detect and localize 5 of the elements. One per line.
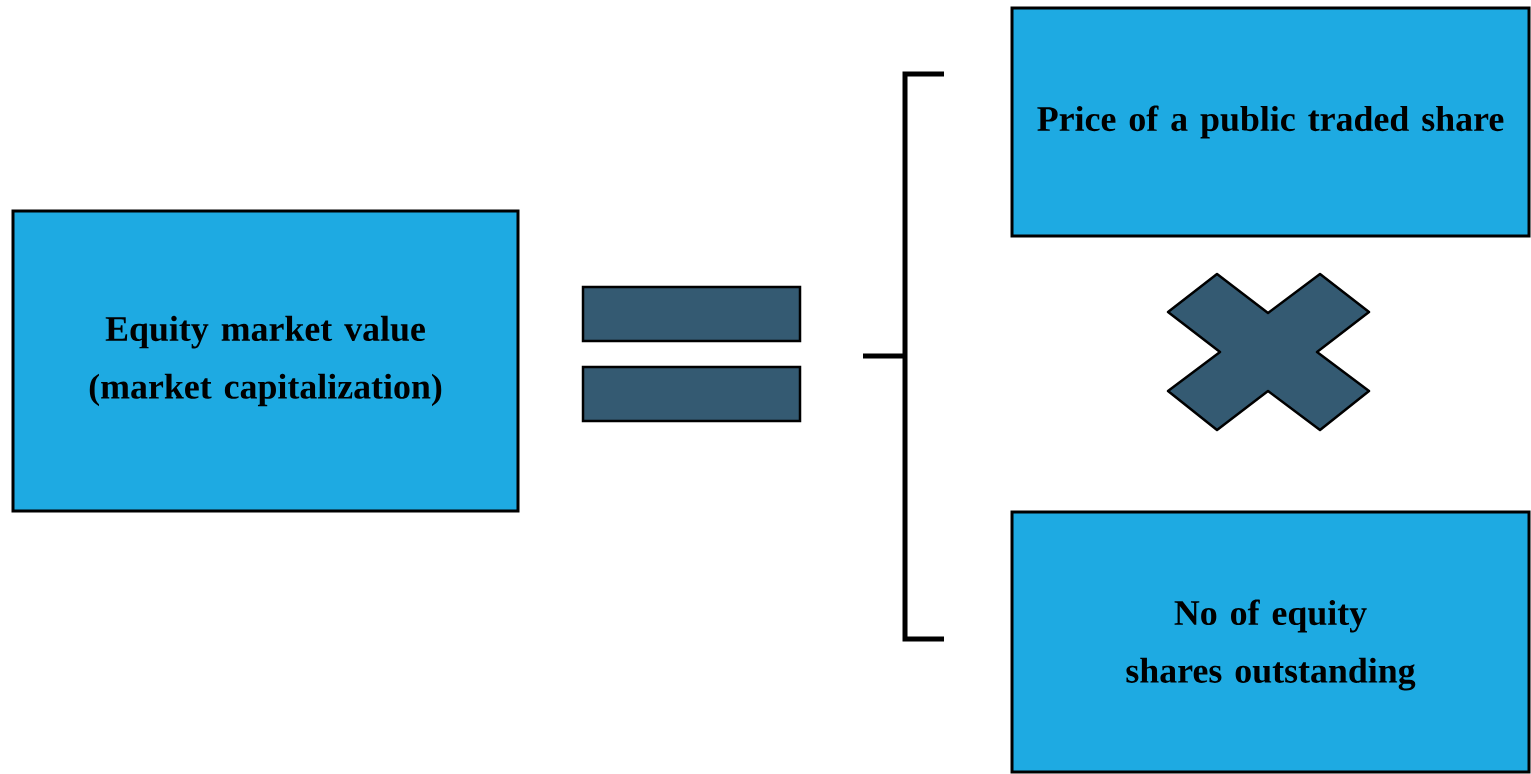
formula-box: Price of a public traded share	[1010, 6, 1531, 238]
multiplication-sign	[1166, 272, 1371, 432]
formula-box: No of equity shares outstanding	[1010, 510, 1531, 774]
formula-box: Equity market value (market capitalization)	[11, 209, 520, 513]
equals-sign	[581, 285, 802, 423]
